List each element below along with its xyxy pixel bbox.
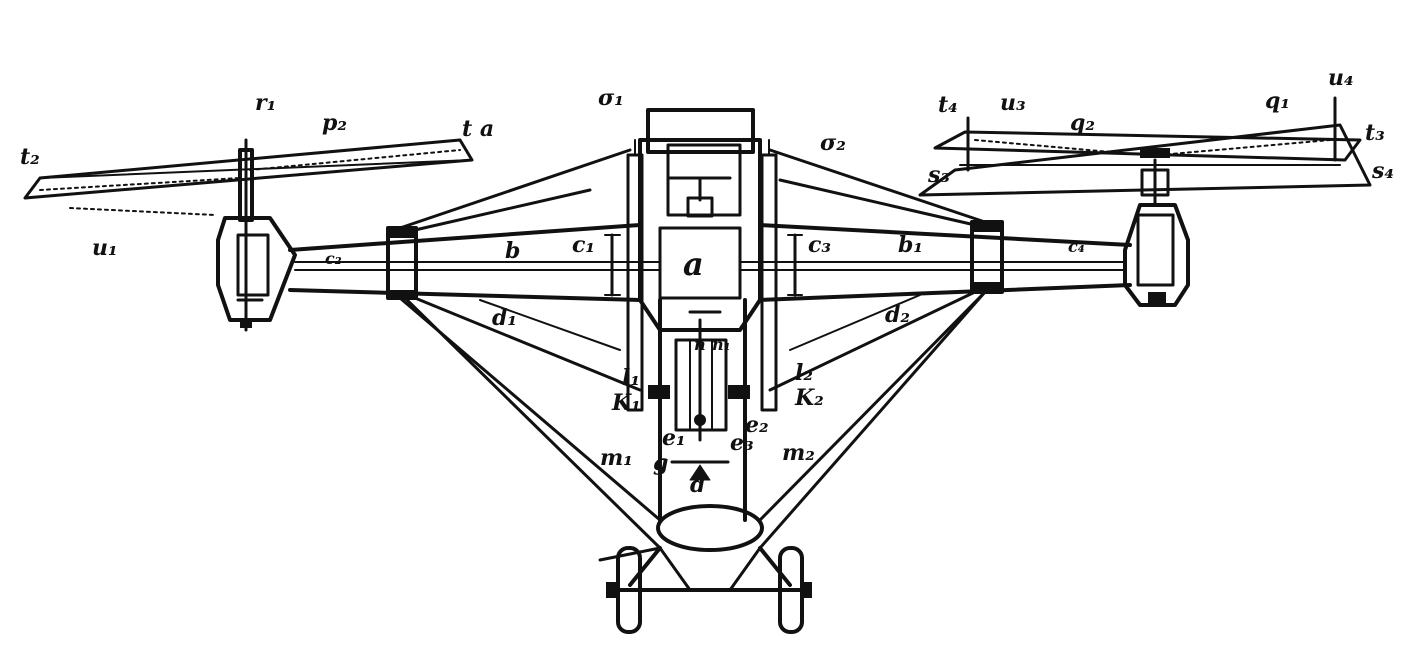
label-k1: K₁ <box>611 390 641 416</box>
label-b1: b₁ <box>898 232 923 258</box>
label-q1: q₁ <box>1265 88 1290 114</box>
right-rotor-blades <box>918 96 1372 197</box>
bracing-wires <box>403 290 987 562</box>
label-c3: c₃ <box>808 232 831 258</box>
label-s3: s₃ <box>927 162 950 188</box>
label-q2: q₂ <box>1070 110 1095 136</box>
label-d1: d₁ <box>492 305 517 331</box>
right-engine-nacelle <box>1123 158 1190 307</box>
label-e1: e₁ <box>662 425 686 451</box>
label-n1: n₁ <box>712 335 731 354</box>
label-sigma1: σ₁ <box>598 85 624 111</box>
label-k2: K₂ <box>794 385 824 411</box>
label-r1: r₁ <box>255 90 276 116</box>
label-d2: d₂ <box>885 302 910 328</box>
landing-gear <box>606 546 812 634</box>
right-wing-frame <box>739 148 1132 522</box>
label-u3: u₃ <box>1000 90 1026 116</box>
label-e3: e₃ <box>730 430 754 456</box>
label-u4: u₄ <box>1328 65 1354 91</box>
label-b: b <box>505 238 520 264</box>
label-a: a <box>683 245 704 283</box>
label-c4: c₄ <box>1068 237 1085 256</box>
label-ta: t a <box>462 116 494 142</box>
label-u1: u₁ <box>92 235 118 261</box>
label-d: d <box>690 472 705 498</box>
label-s4: s₄ <box>1371 158 1394 184</box>
label-m1: m₁ <box>600 445 633 471</box>
label-t4: t₄ <box>938 92 958 118</box>
label-t3: t₃ <box>1365 120 1385 146</box>
left-engine-nacelle <box>216 216 297 328</box>
left-wing-frame <box>288 148 662 522</box>
label-m2: m₂ <box>782 440 815 466</box>
label-l1: l₁ <box>622 365 640 391</box>
label-t2: t₂ <box>20 144 40 170</box>
label-e2: e₂ <box>745 412 769 438</box>
label-l2: l₂ <box>795 360 813 386</box>
vertical-struts <box>626 139 778 412</box>
label-g: g <box>653 450 668 476</box>
labels: t₂ r₁ p₂ t a u₁ σ₁ σ₂ t₄ u₃ q₂ q₁ u₄ t₃ … <box>20 65 1394 498</box>
label-p2: p₂ <box>322 110 347 136</box>
label-n: n <box>694 335 706 354</box>
label-c1: c₁ <box>572 232 595 258</box>
label-c2: c₂ <box>325 249 342 268</box>
left-rotor-blade <box>23 138 474 216</box>
label-sigma2: σ₂ <box>820 130 846 156</box>
